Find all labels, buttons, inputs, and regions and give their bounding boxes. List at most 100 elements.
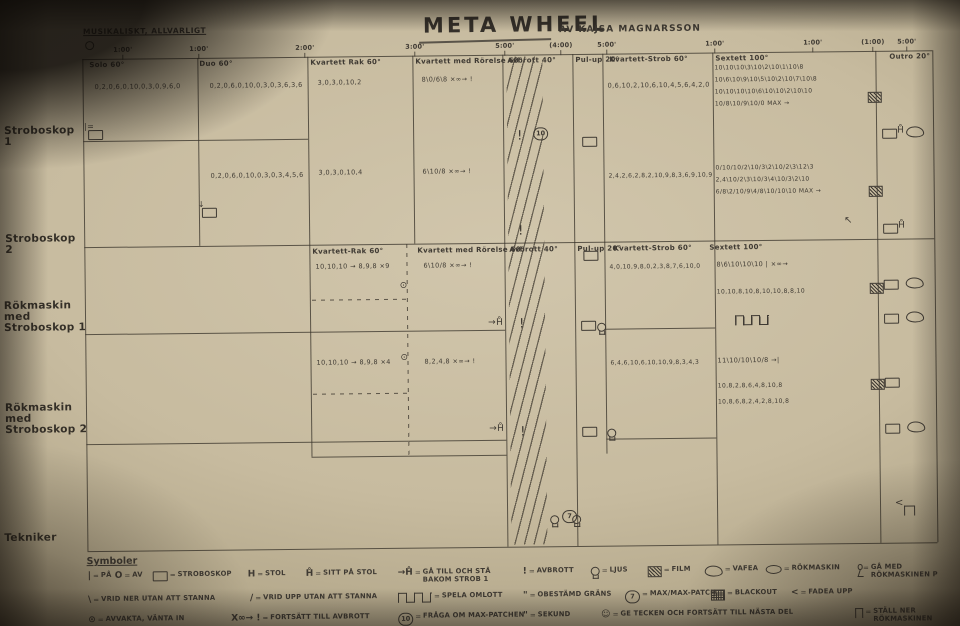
section-header: Outro 20° xyxy=(889,52,931,61)
strob-icon xyxy=(582,136,598,147)
grid-line xyxy=(602,53,608,454)
notation: 2,4,2,6,2,8,2,10,9,8,3,6,9,10,9 xyxy=(608,171,713,180)
notation: 6,4,6,10,6,10,10,9,8,3,4,3 xyxy=(610,358,700,367)
notation: 0,2,0,6,0,10,0,3,0,9,6,0 xyxy=(94,82,181,92)
smoke-icon xyxy=(765,564,782,575)
notation: →H̊ xyxy=(489,423,505,434)
grid-line-dashed xyxy=(406,243,410,456)
legend-label: VAFEA xyxy=(732,564,759,573)
legend-label: FILM xyxy=(671,564,691,574)
film-icon xyxy=(867,91,882,103)
strob-icon xyxy=(883,279,899,290)
legend-item: =RÖKMASKIN xyxy=(765,563,840,575)
notation: H̊ xyxy=(897,125,905,136)
time-mark: 5:00' xyxy=(495,42,514,56)
grid-line xyxy=(197,57,201,246)
legend-equals: = xyxy=(262,614,269,623)
legend-symbol: ! xyxy=(522,566,527,577)
notation: 6\10/8 ×∞→ ! xyxy=(422,167,472,176)
notation: 11\10/10\10/8 →| xyxy=(717,355,780,365)
time-mark: 5:00' xyxy=(897,37,916,51)
wave-icon xyxy=(735,314,770,326)
legend-label: AVBROTT xyxy=(536,566,574,575)
legend-item: "=SEKUND xyxy=(523,610,571,621)
legend-item: =BLACKOUT xyxy=(710,588,777,601)
row-label-rokmaskin-stroboskop-1: Rökmaskin med Stroboskop 1 xyxy=(3,299,87,335)
legend-equals: = xyxy=(93,596,100,605)
legend-item: X∞→ !=FORTSÄTT TILL AVBROTT xyxy=(231,612,370,624)
time-mark: 1:00' xyxy=(113,46,132,60)
time-mark: 3:00' xyxy=(405,43,424,57)
notation: 10\6\10\9\10\5\10\2\10\7\10\8 xyxy=(714,75,818,84)
legend-label: SEKUND xyxy=(537,610,571,619)
legend-equals: = xyxy=(529,611,536,620)
legend-label: LJUS xyxy=(609,565,628,574)
time-mark: 1:00' xyxy=(705,39,724,53)
notation: 10,10,10 → 8,9,8 ×4 xyxy=(316,357,391,367)
grid-line-dashed xyxy=(311,298,407,301)
legend-symbol: / xyxy=(249,593,254,604)
notation: 10,8,6,8,2,4,2,8,10,8 xyxy=(717,397,790,406)
film-icon xyxy=(868,185,883,197)
strob-icon xyxy=(581,320,597,331)
circ-icon: 7 xyxy=(562,509,578,524)
section-header: Sextett 100° xyxy=(709,243,763,252)
legend-item: =STROBOSKOP xyxy=(152,570,232,582)
notation: 0,2,0,6,0,10,0,3,0,3,4,5,6 xyxy=(210,170,304,180)
section-header: Kvartett-Strob 60° xyxy=(609,54,688,64)
notation: 10\10\10\10\6\10\10\2\10\10 xyxy=(714,87,813,96)
legend-item: |=PÅ xyxy=(87,571,112,582)
time-mark: 1:00' xyxy=(189,45,208,59)
legend-item: ☺=GE TECKEN OCH FORTSÄTT TILL NÄSTA DEL xyxy=(601,607,811,620)
strob-icon xyxy=(884,377,900,388)
ring-icon xyxy=(85,41,95,51)
legend-item: =SPELA OMLOTT xyxy=(397,591,503,603)
section-header: Duo 60° xyxy=(199,59,233,68)
legend-symbol: " xyxy=(523,610,528,621)
notation: 10\10\10\3\10\2\10\1\10\8 xyxy=(714,63,804,72)
notation: 10,8,2,8,6,4,8,10,8 xyxy=(717,381,783,390)
legend-symbol: < xyxy=(790,587,799,598)
strob-icon xyxy=(88,129,104,141)
strob-icon xyxy=(152,571,168,582)
legend-label: VRID UPP UTAN ATT STANNA xyxy=(263,592,378,602)
section-header: Avbrott 40° xyxy=(509,245,559,254)
circ-icon: 7 xyxy=(624,590,641,604)
notation: 8\0/6\8 ×∞→ ! xyxy=(421,75,473,84)
author-credit: AV KAJSA MAGNARSSON xyxy=(558,23,701,36)
legend-equals: = xyxy=(97,615,104,625)
notation: 0/10/10/2\10/3\2\10/2\3\12\3 xyxy=(715,163,814,172)
legend-equals: = xyxy=(414,568,421,577)
legend-symbol: X∞→ ! xyxy=(231,613,261,624)
legend-item: =GÅ MED RÖKMASKINEN P xyxy=(855,563,950,580)
legend-label: AVVAKTA, VÄNTA IN xyxy=(105,614,185,623)
legend-label: STOL xyxy=(265,569,286,578)
grid-line xyxy=(712,52,719,545)
row-label-stroboskop-2: Stroboskop 2 xyxy=(5,232,76,256)
section-header: Kvartett Rak 60° xyxy=(310,58,382,67)
time-mark: (1:00) xyxy=(861,38,884,52)
legend-item: H̊=SITT PÅ STOL xyxy=(306,568,377,579)
cloud-icon xyxy=(704,565,723,577)
walker-icon xyxy=(855,564,861,577)
legend-equals: = xyxy=(529,591,536,600)
strob-icon xyxy=(885,423,901,434)
section-header: Kvartett-Strob 60° xyxy=(613,243,692,253)
grid-line xyxy=(875,50,882,543)
legend-item: H=STOL xyxy=(248,569,286,579)
legend-label: STÄLL NER RÖKMASKINEN xyxy=(873,606,933,623)
legend-equals: = xyxy=(800,588,807,597)
strob-icon xyxy=(201,207,217,218)
legend-equals: = xyxy=(601,566,608,575)
legend-equals: = xyxy=(257,570,264,579)
circ-icon: 10 xyxy=(398,612,414,626)
film-icon xyxy=(647,566,662,578)
legend-equals: = xyxy=(783,564,790,573)
film-icon xyxy=(870,378,885,390)
legend-symbol: O xyxy=(114,570,123,581)
notation: ! xyxy=(518,223,524,239)
legend-label: GE TECKEN OCH FORTSÄTT TILL NÄSTA DEL xyxy=(620,607,794,618)
legend-symbol: | xyxy=(87,571,92,582)
section-header: Avbrott 40° xyxy=(507,56,557,65)
legend-item: 10=FRÅGA OM MAX-PATCHEN xyxy=(398,611,525,626)
